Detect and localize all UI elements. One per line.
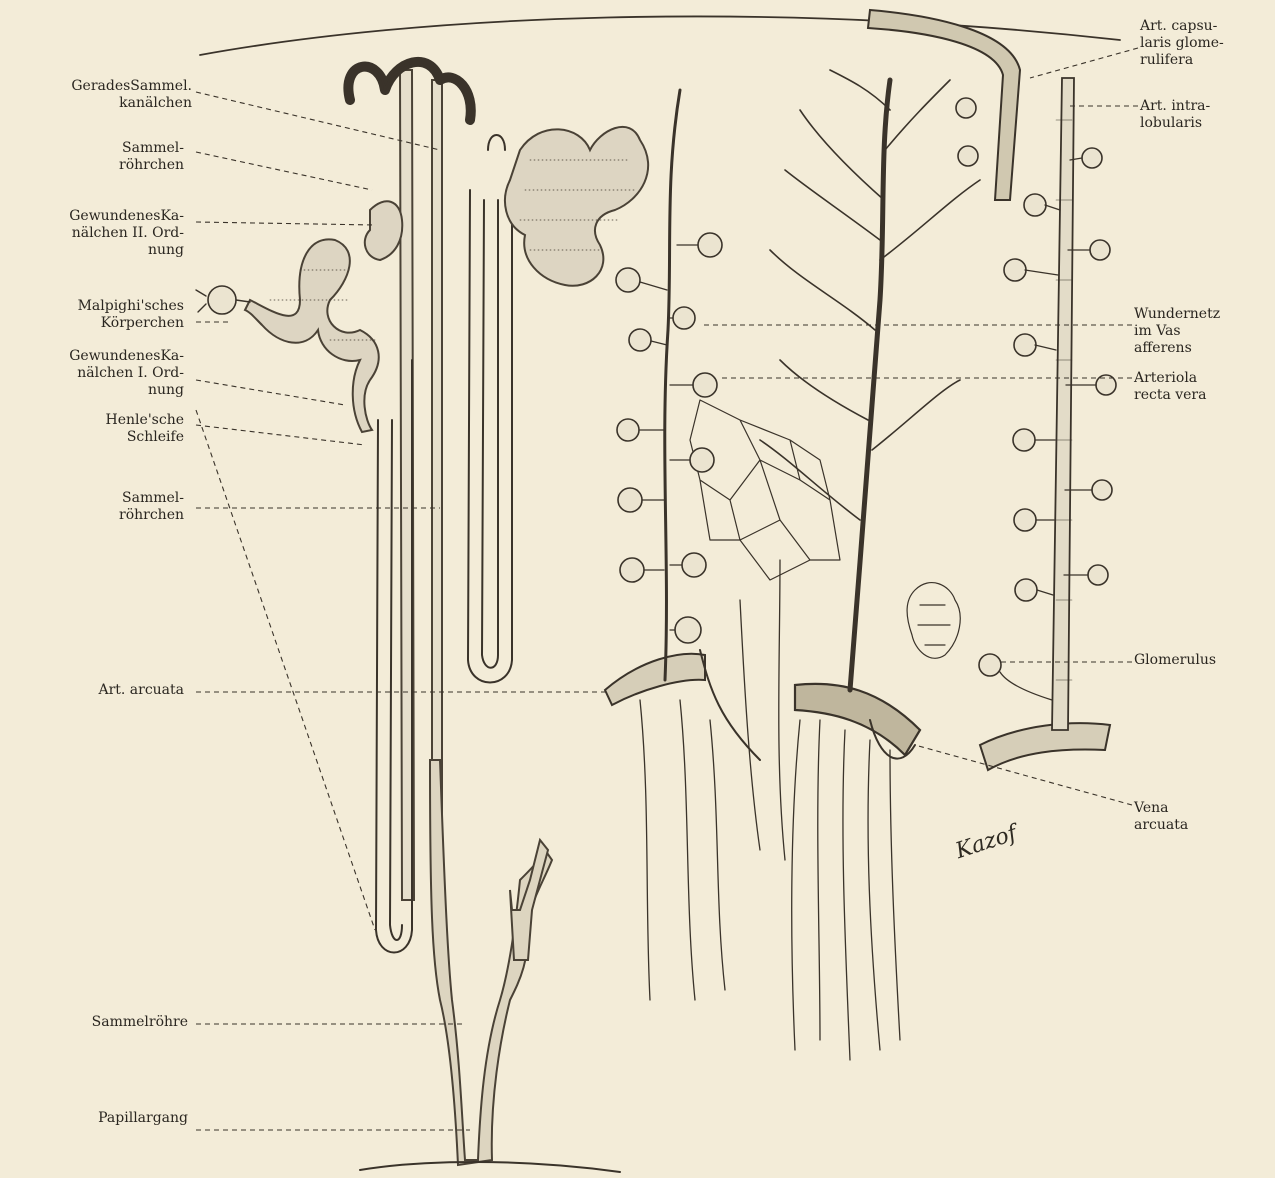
convoluted-tubule-second-order — [365, 201, 402, 260]
convoluted-tubule-first-order — [245, 239, 379, 432]
malpighian-corpuscle — [208, 286, 236, 314]
label-papillargang: Papillargang — [0, 1110, 188, 1127]
capillary-network — [690, 400, 840, 580]
label-sammelrohre: Sammelröhre — [0, 1014, 188, 1031]
capsular-artery — [868, 10, 1020, 200]
henle-loop-4 — [482, 200, 498, 668]
duct-fork — [510, 840, 548, 960]
label-glomerulus: Glomerulus — [1134, 652, 1270, 669]
henle-loop-5 — [488, 135, 505, 150]
label-art-intralobularis: Art. intra- lobularis — [1140, 98, 1270, 132]
label-wundernetz: Wundernetz im Vas afferens — [1134, 306, 1270, 357]
papilla-base — [360, 1162, 620, 1172]
glomerular-cluster — [907, 583, 960, 659]
label-sammelrohrchen-upper: Sammel- röhrchen — [0, 140, 184, 174]
label-henle-schleife: Henle'sche Schleife — [0, 412, 184, 446]
vena-arcuata-vessel — [795, 684, 920, 755]
coiled-tubule-right — [505, 127, 648, 286]
label-gewundenes-kanalchen-ii: GewundenesKa- nälchen II. Ord- nung — [0, 208, 184, 259]
henle-loop-3 — [468, 180, 512, 683]
label-gerades-sammelkanalchen: GeradesSammel. kanälchen — [0, 78, 192, 112]
label-vena-arcuata: Vena arcuata — [1134, 800, 1270, 834]
label-malpighi-korperchen: Malpighi'sches Körperchen — [0, 298, 184, 332]
label-art-arcuata: Art. arcuata — [0, 682, 184, 699]
papillary-duct — [430, 760, 552, 1165]
arcuate-artery-right — [980, 723, 1110, 770]
label-art-capsularis: Art. capsu- laris glome- rulifera — [1140, 18, 1270, 69]
arcuate-artery-left — [605, 654, 705, 705]
glomeruli-right-column — [956, 98, 1116, 676]
interlobular-artery-2 — [1052, 78, 1074, 730]
label-sammelrohrchen-lower: Sammel- röhrchen — [0, 490, 184, 524]
label-gewundenes-kanalchen-i: GewundenesKa- nälchen I. Ord- nung — [0, 348, 184, 399]
nephron-group — [196, 62, 648, 1172]
label-arteriola-recta: Arteriola recta vera — [1134, 370, 1270, 404]
vascular-group — [605, 10, 1116, 1060]
interlobular-vein-trunk — [850, 80, 890, 690]
